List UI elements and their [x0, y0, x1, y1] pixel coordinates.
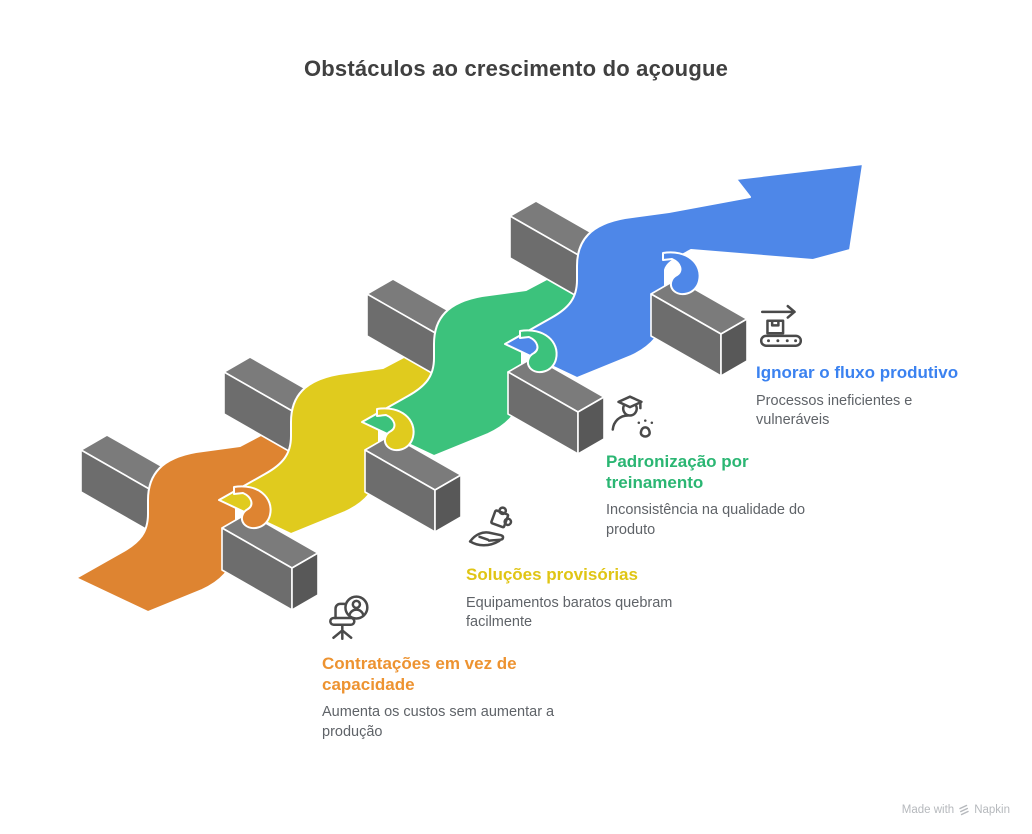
item-hiring: Contratações em vez de capacidade Aument…	[322, 594, 562, 742]
item-title: Contratações em vez de capacidade	[322, 654, 517, 694]
item-description: Equipamentos baratos quebram facilmente	[466, 594, 673, 630]
hand-puzzle-icon	[468, 506, 513, 547]
napkin-watermark: Made with Napkin	[902, 804, 1010, 816]
napkin-logo-icon	[959, 804, 969, 816]
item-description: Aumenta os custos sem aumentar a produçã…	[322, 704, 555, 740]
office-chair-person-icon	[329, 595, 369, 641]
item-description: Inconsistência na qualidade do produto	[606, 502, 806, 538]
item-title: Padronização por treinamento	[606, 452, 749, 492]
conveyor-belt-icon	[759, 304, 803, 347]
obstacle-block	[650, 278, 748, 377]
watermark-brand: Napkin	[974, 804, 1010, 816]
item-description: Processos ineficientes e vulneráveis	[756, 392, 913, 428]
watermark-text: Made with	[901, 804, 955, 816]
page-title: Obstáculos ao crescimento do açougue	[303, 56, 729, 81]
item-training: Padronização por treinamento Inconsistên…	[606, 392, 831, 540]
item-title: Soluções provisórias	[466, 565, 638, 584]
item-flow: Ignorar o fluxo produtivo Processos inef…	[756, 303, 984, 430]
graduate-paw-icon	[611, 395, 654, 438]
item-title: Ignorar o fluxo produtivo	[756, 363, 959, 382]
item-makeshift: Soluções provisórias Equipamentos barato…	[466, 505, 711, 632]
